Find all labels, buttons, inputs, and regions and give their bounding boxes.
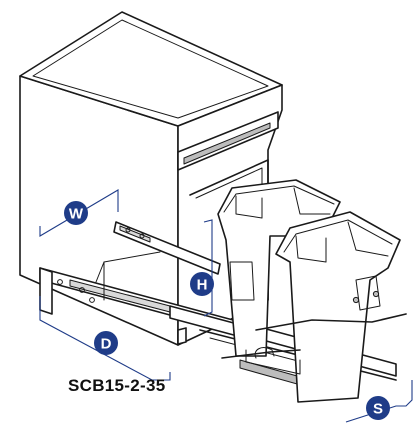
badge-w-label: W: [69, 206, 84, 223]
bin-front: [275, 211, 401, 403]
badge-d-label: D: [101, 336, 112, 353]
badge-h: H: [190, 272, 214, 296]
badge-w: W: [64, 201, 88, 225]
wire-frame: [221, 313, 407, 375]
badge-d: D: [94, 331, 118, 355]
product-code-label: SCB15-2-35: [68, 376, 166, 395]
badge-s-label: S: [373, 401, 383, 418]
rear-slide: [113, 221, 221, 275]
height-dimension-line: [203, 219, 213, 317]
badge-s: S: [366, 396, 390, 420]
depth-dimension-line: [39, 296, 171, 381]
badge-h-label: H: [197, 277, 208, 294]
